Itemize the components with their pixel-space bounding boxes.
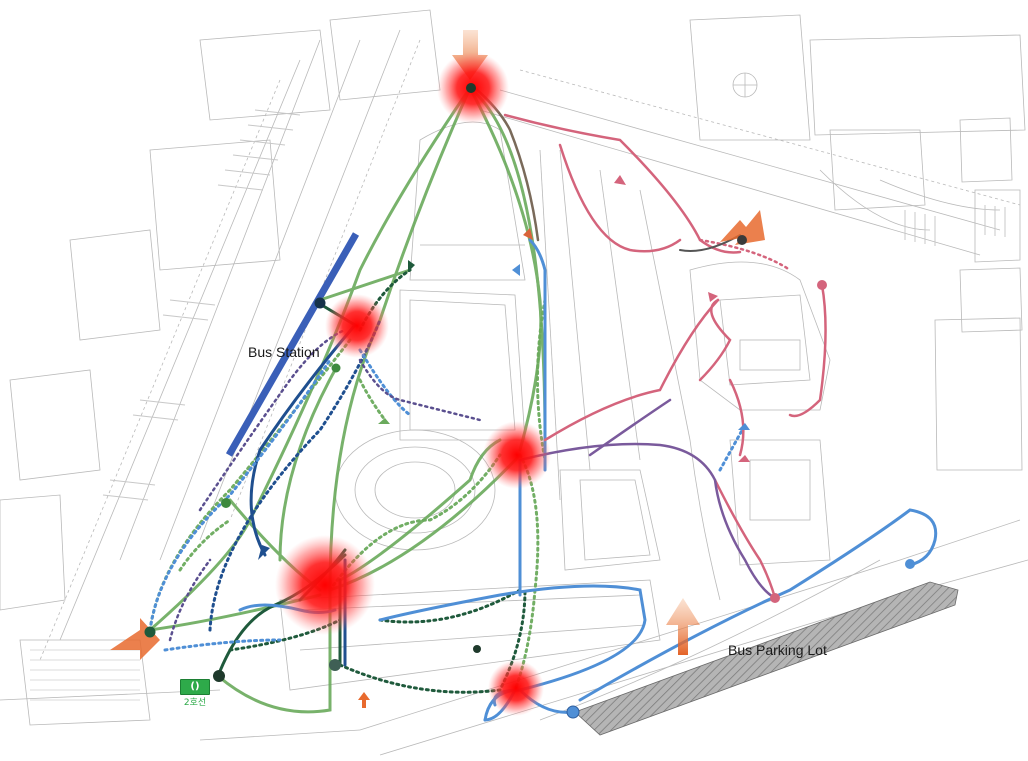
subway-line-label: 2호선 <box>183 698 207 708</box>
hotspot-marker <box>483 421 551 489</box>
route-arrowheads <box>258 175 750 560</box>
subway-icon: () <box>180 679 210 695</box>
entry-arrow-icon <box>666 598 700 655</box>
entry-arrow-icon <box>358 692 370 708</box>
bus-parking-lot-label: Bus Parking Lot <box>728 642 827 658</box>
bus-station-bar <box>225 232 360 457</box>
route-nodes <box>144 83 915 719</box>
entry-arrow-icon <box>720 210 765 245</box>
hotspot-marker <box>325 294 389 358</box>
bus-station-label: Bus Station <box>248 344 320 360</box>
hotspots <box>275 52 551 716</box>
hotspot-marker <box>488 660 544 716</box>
bus-parking-lot-area <box>574 581 959 736</box>
entry-arrow-icon <box>110 618 160 660</box>
hotspot-marker <box>275 535 375 635</box>
